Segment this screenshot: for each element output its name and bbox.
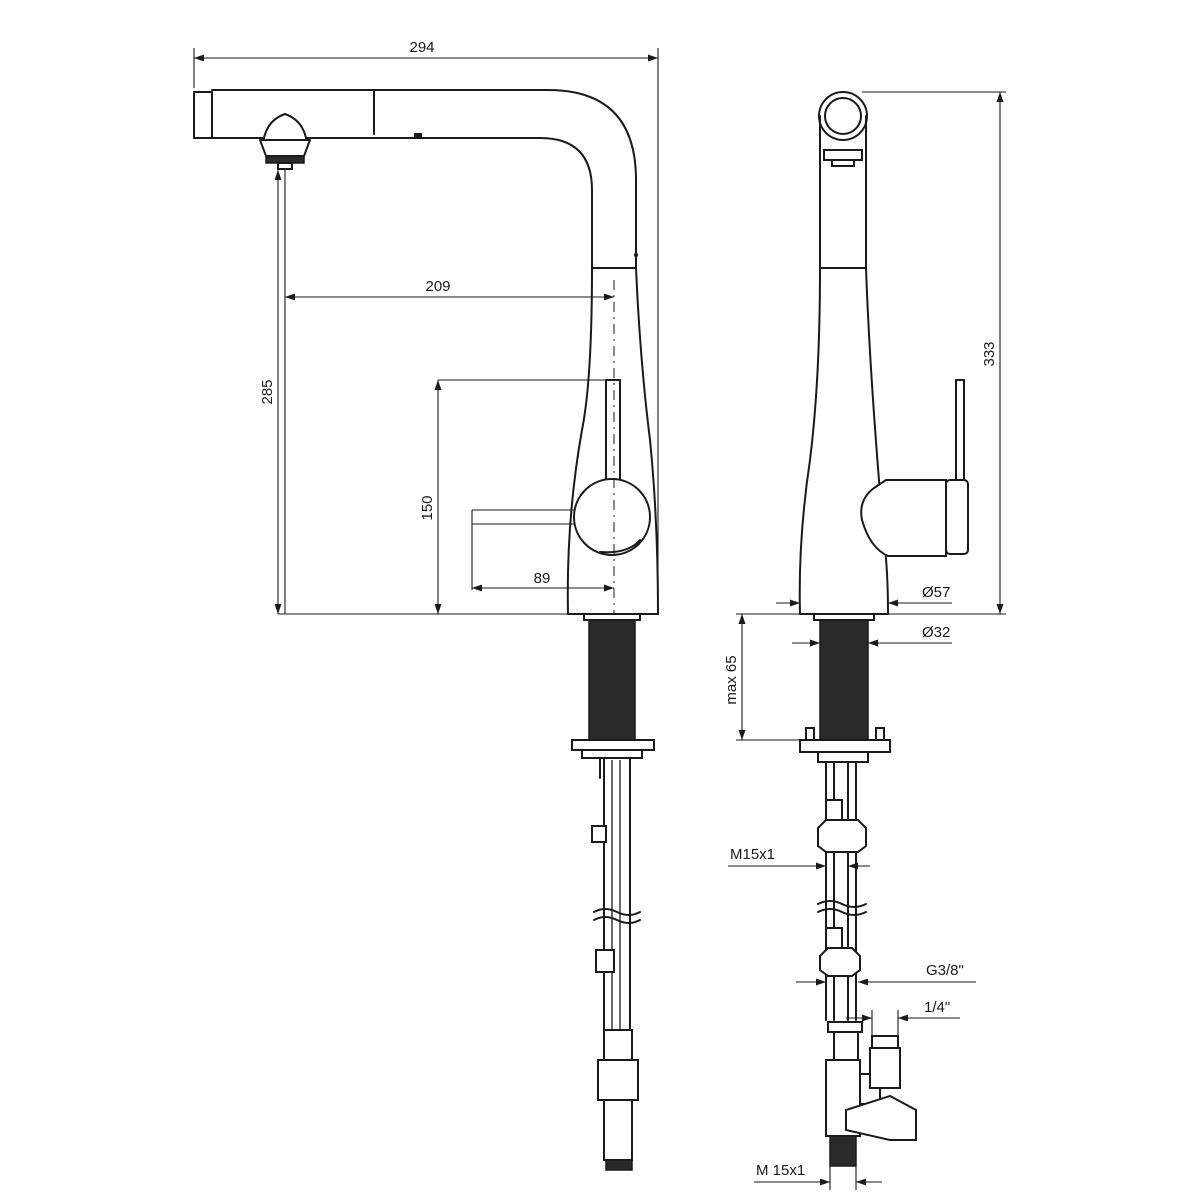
spout-bottom-edge [211, 137, 593, 269]
dim-333-label: 333 [981, 341, 998, 366]
base-ring [583, 613, 641, 621]
dim-65-label: max 65 [723, 655, 740, 704]
hose-nut-top [825, 799, 843, 821]
spout-end-cap [193, 91, 213, 139]
dim-285-label: 285 [259, 379, 276, 404]
front-view [193, 89, 659, 1171]
valve-spindle-top [871, 1035, 899, 1049]
dim-57-label: Ø57 [922, 584, 950, 601]
break-mark-top [593, 908, 641, 916]
spray-head [259, 139, 311, 157]
inlet-nut-top [825, 927, 843, 949]
spout-head-nozzle [823, 149, 863, 161]
hose-weight [595, 949, 615, 973]
valve-thread [829, 1135, 857, 1167]
lever-handle [605, 379, 621, 487]
valve-spindle [869, 1047, 901, 1089]
bottom-body [603, 1099, 633, 1161]
side-view [798, 91, 969, 1167]
front-dimensions: 294 209 285 150 89 [193, 39, 659, 615]
body [566, 267, 659, 615]
lever-hub [573, 478, 651, 556]
side-break-top [817, 900, 867, 908]
dim-150-label: 150 [419, 495, 436, 520]
dim-32-label: Ø32 [922, 624, 950, 641]
pullout-button [414, 133, 422, 139]
dim-209-label: 209 [425, 278, 450, 295]
hose-clip [591, 825, 607, 843]
spray-nozzle [277, 162, 293, 170]
side-base-ring [813, 613, 875, 621]
bottom-connector [603, 1029, 633, 1061]
spray-aerator [265, 155, 305, 164]
valve-neck [833, 1031, 859, 1061]
spout-top-edge [211, 89, 637, 269]
dim-294-label: 294 [409, 39, 434, 56]
side-lever-base [860, 479, 947, 557]
mounting-plate [571, 739, 655, 751]
inlet-nut [819, 947, 861, 977]
collar-dot [634, 253, 638, 257]
side-body [798, 267, 889, 615]
mounting-nut [581, 749, 643, 759]
dim-m15-label: M15x1 [730, 846, 775, 863]
side-lever-cap [945, 479, 969, 555]
side-mounting-plate [799, 739, 891, 753]
bottom-thread [605, 1159, 633, 1171]
side-mounting-nut [817, 751, 869, 763]
hose-nut [817, 819, 867, 853]
side-shank [819, 619, 869, 745]
dim-m15b-label: M 15x1 [756, 1162, 805, 1179]
valve-handle [845, 1094, 917, 1141]
lever-hub-edge [599, 539, 641, 554]
dim-14-label: 1/4" [924, 999, 950, 1016]
threaded-shank [588, 619, 636, 745]
bottom-valve [597, 1059, 639, 1101]
spout-head-inner [824, 97, 862, 135]
side-break-bottom [817, 908, 867, 916]
spout-head-outer [818, 91, 868, 141]
side-dimensions: 333 Ø57 Ø32 max 65 M15x1 G3/8" 1/4" [723, 91, 1006, 1190]
dim-89-label: 89 [534, 570, 551, 587]
spout-head-aerator [831, 159, 855, 167]
spray-head-top [263, 113, 307, 139]
neck [819, 115, 867, 269]
dim-g38-label: G3/8" [926, 962, 964, 979]
valve-collar [827, 1021, 863, 1033]
break-mark-bottom [593, 916, 641, 924]
